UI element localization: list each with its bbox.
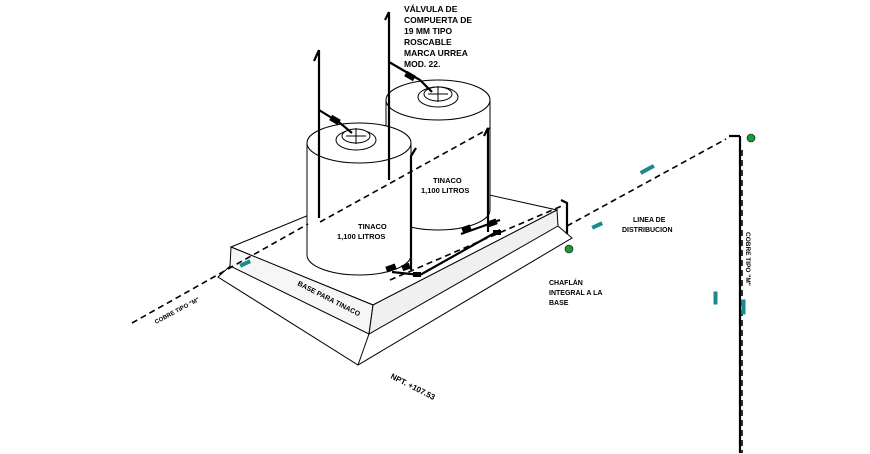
chamfer-label: CHAFLÁN INTEGRAL A LA BASE [549,278,602,307]
distribution-label-line: DISTRIBUCION [622,227,673,234]
tank-back-label: TINACO 1,100 LITROS [421,176,469,195]
valve-label-line: MARCA URREA [404,48,468,58]
valve-label-line: COMPUERTA DE [404,15,472,25]
valve-label-line: VÁLVULA DE [404,4,458,14]
chamfer-label-line: INTEGRAL A LA [549,290,602,297]
copper-left-label: COBRE TIPO "M" [154,297,201,326]
markers [564,133,756,254]
tank-front-label: TINACO 1,100 LITROS [337,222,387,241]
level-label: NPT. +107.53 [389,372,437,402]
valve-label: VÁLVULA DE COMPUERTA DE 19 MM TIPO ROSCA… [404,4,472,69]
tank-front [306,122,412,276]
valve-label-line: 19 MM TIPO [404,26,453,36]
valve-label-line: MOD. 22. [404,59,440,69]
distribution-label: LINEA DE DISTRIBUCION [622,217,673,234]
chamfer-label-line: BASE [549,300,569,307]
tank-front-label-name: TINACO [358,222,387,231]
distribution-label-line: LINEA DE [633,217,666,224]
marker-a [746,133,756,143]
tank-front-label-capacity: 1,100 LITROS [337,232,385,241]
marker-b [564,244,574,254]
tank-back-label-capacity: 1,100 LITROS [421,186,469,195]
valve-label-line: ROSCABLE [404,37,452,47]
chamfer-label-line: CHAFLÁN [549,278,583,287]
tank-back-label-name: TINACO [433,176,462,185]
flow-arrows [239,164,746,315]
valve-fittings [329,70,501,277]
copper-right-label: COBRE TIPO "M" [744,232,751,286]
